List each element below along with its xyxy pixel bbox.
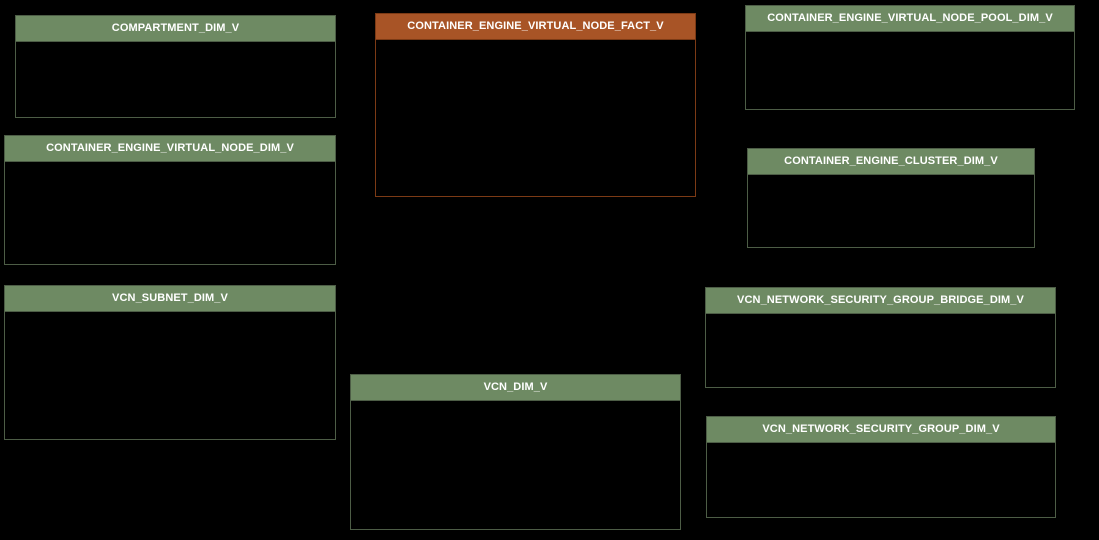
table-container-engine-virtual-node-pool-dim-v[interactable]: CONTAINER_ENGINE_VIRTUAL_NODE_POOL_DIM_V — [745, 5, 1075, 110]
table-body — [5, 312, 335, 439]
table-compartment-dim-v[interactable]: COMPARTMENT_DIM_V — [15, 15, 336, 118]
table-header[interactable]: VCN_NETWORK_SECURITY_GROUP_BRIDGE_DIM_V — [706, 288, 1055, 314]
table-header[interactable]: CONTAINER_ENGINE_VIRTUAL_NODE_FACT_V — [376, 14, 695, 40]
table-vcn-subnet-dim-v[interactable]: VCN_SUBNET_DIM_V — [4, 285, 336, 440]
table-body — [706, 314, 1055, 387]
table-body — [748, 175, 1034, 247]
table-vcn-network-security-group-dim-v[interactable]: VCN_NETWORK_SECURITY_GROUP_DIM_V — [706, 416, 1056, 518]
table-container-engine-cluster-dim-v[interactable]: CONTAINER_ENGINE_CLUSTER_DIM_V — [747, 148, 1035, 248]
table-header[interactable]: VCN_DIM_V — [351, 375, 680, 401]
table-header[interactable]: COMPARTMENT_DIM_V — [16, 16, 335, 42]
table-body — [351, 401, 680, 529]
table-header[interactable]: VCN_SUBNET_DIM_V — [5, 286, 335, 312]
table-body — [376, 40, 695, 196]
table-header[interactable]: CONTAINER_ENGINE_VIRTUAL_NODE_DIM_V — [5, 136, 335, 162]
table-vcn-network-security-group-bridge-dim-v[interactable]: VCN_NETWORK_SECURITY_GROUP_BRIDGE_DIM_V — [705, 287, 1056, 388]
table-header[interactable]: CONTAINER_ENGINE_VIRTUAL_NODE_POOL_DIM_V — [746, 6, 1074, 32]
table-container-engine-virtual-node-dim-v[interactable]: CONTAINER_ENGINE_VIRTUAL_NODE_DIM_V — [4, 135, 336, 265]
table-header[interactable]: CONTAINER_ENGINE_CLUSTER_DIM_V — [748, 149, 1034, 175]
table-body — [707, 443, 1055, 517]
table-container-engine-virtual-node-fact-v[interactable]: CONTAINER_ENGINE_VIRTUAL_NODE_FACT_V — [375, 13, 696, 197]
table-body — [5, 162, 335, 264]
table-body — [16, 42, 335, 117]
table-vcn-dim-v[interactable]: VCN_DIM_V — [350, 374, 681, 530]
table-header[interactable]: VCN_NETWORK_SECURITY_GROUP_DIM_V — [707, 417, 1055, 443]
table-body — [746, 32, 1074, 109]
